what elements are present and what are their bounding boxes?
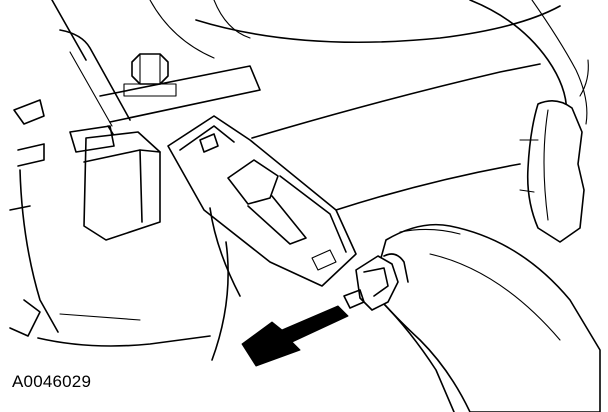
hose-clamp xyxy=(343,253,409,311)
cable xyxy=(531,0,588,125)
left-frame xyxy=(9,99,229,361)
upper-housing xyxy=(149,0,568,121)
tube xyxy=(251,63,541,211)
relay-box xyxy=(69,125,161,241)
hose xyxy=(371,223,601,412)
right-bracket xyxy=(519,59,589,243)
pointer-arrow-icon xyxy=(241,305,349,367)
canister-housing xyxy=(167,115,357,297)
figure-id-label: A0046029 xyxy=(12,372,92,391)
